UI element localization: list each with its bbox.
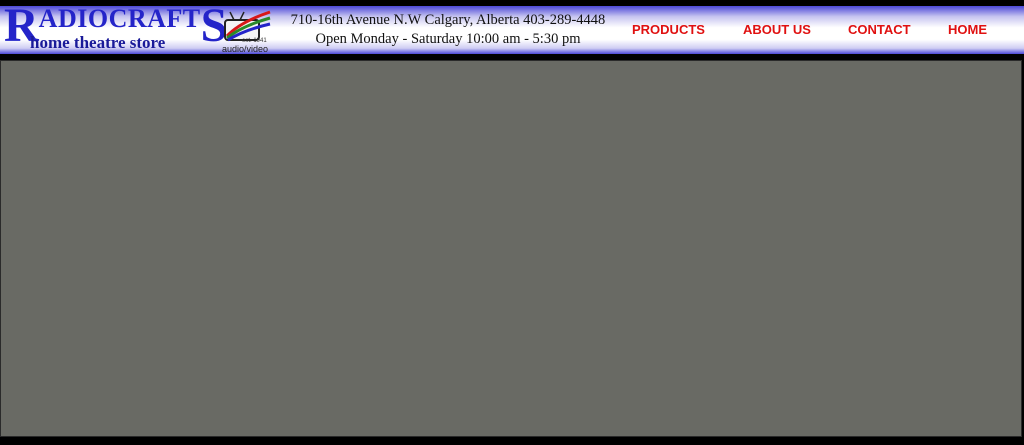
nav-about-us[interactable]: ABOUT US [743,22,811,37]
logo-subtitle: home theatre store [30,33,166,52]
site-header: RADIOCRAFTS home theatre store est. 1941… [0,2,1024,54]
store-address: 710-16th Avenue N.W Calgary, Alberta 403… [280,11,616,49]
nav-home[interactable]: HOME [948,22,987,37]
logo-middle-text: ADIOCRAFT [38,4,201,33]
main-content-area [0,60,1022,437]
logo-first-letter: R [4,0,39,52]
tv-icon [224,10,271,42]
address-line: 710-16th Avenue N.W Calgary, Alberta 403… [290,12,606,28]
site-logo[interactable]: RADIOCRAFTS home theatre store est. 1941… [4,2,274,54]
audio-video-label: audio/video [222,44,269,54]
nav-products[interactable]: PRODUCTS [632,22,705,37]
nav-contact[interactable]: CONTACT [848,22,911,37]
logo-last-letter: S [200,0,228,52]
logo-wordmark: RADIOCRAFTS [4,2,227,50]
established-label: est. 1941 [242,38,267,44]
hours-line: Open Monday - Saturday 10:00 am - 5:30 p… [315,31,581,47]
